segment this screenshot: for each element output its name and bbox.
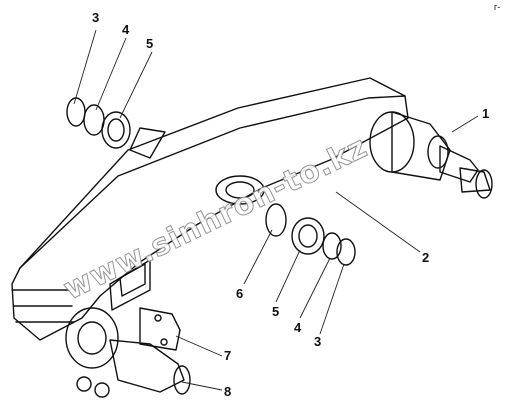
callout-2: 2: [422, 250, 429, 265]
callout-4-bottom: 4: [294, 320, 302, 335]
right-spindle-hub: [369, 111, 493, 199]
callout-3-bottom: 3: [314, 334, 321, 349]
top-ring-set: [66, 97, 131, 149]
bottom-ring-set: [265, 203, 356, 266]
callout-3-top: 3: [92, 10, 99, 25]
left-spindle-hub: [65, 307, 191, 398]
callout-labels: 3 4 5 1 2 6 5 4 3 7 8 г-: [92, 2, 500, 399]
corner-mark: г-: [494, 2, 500, 12]
callout-1: 1: [482, 106, 489, 121]
callout-5-top: 5: [146, 36, 153, 51]
callout-8: 8: [224, 384, 231, 399]
watermark-text: www.sinhron-to.kz: [58, 130, 373, 308]
leader-lines: [73, 29, 479, 391]
callout-6: 6: [236, 286, 243, 301]
callout-5-bottom: 5: [272, 304, 279, 319]
callout-4-top: 4: [122, 22, 130, 37]
callout-7: 7: [224, 348, 231, 363]
